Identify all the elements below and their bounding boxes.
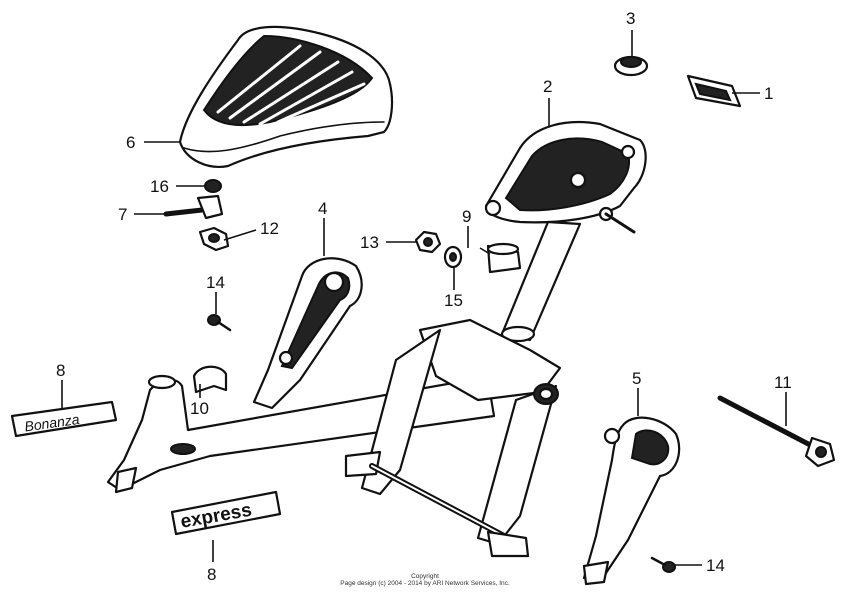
callout-9: 9	[462, 207, 471, 226]
callout-12: 12	[260, 219, 279, 238]
clamp-bolt-part[interactable]	[163, 194, 224, 220]
callout-10: 10	[190, 399, 209, 418]
callout-11: 11	[774, 373, 792, 392]
callout-16: 16	[150, 177, 169, 196]
express-decal[interactable]: express	[170, 490, 282, 536]
logo-decal-left[interactable]: Bonanza	[10, 400, 118, 438]
seat-bracket-part[interactable]	[484, 120, 647, 234]
screw-upper-part[interactable]	[207, 314, 232, 332]
callout-7: 7	[118, 205, 127, 224]
callout-13: 13	[360, 233, 379, 252]
screw-lower-part[interactable]	[650, 556, 676, 573]
seat-part[interactable]	[178, 25, 394, 168]
left-crank-arm-part[interactable]	[252, 257, 363, 410]
callout-5: 5	[632, 369, 641, 388]
small-nut-part[interactable]	[204, 179, 222, 193]
plate-part[interactable]	[686, 74, 742, 108]
copyright-line-2: Page design (c) 2004 - 2014 by ARI Netwo…	[340, 580, 510, 587]
callout-8-lower: 8	[207, 565, 216, 584]
callout-14-lower: 14	[706, 556, 725, 575]
seat-post-part[interactable]	[500, 220, 582, 343]
callout-15: 15	[444, 291, 463, 310]
callout-numbers: 1 2 3 4 5 6 7 8 8 9 10 11 12 13 14 14 15…	[56, 9, 792, 584]
callout-3: 3	[626, 9, 635, 28]
frame-part[interactable]	[106, 318, 562, 558]
express-decal-text: express	[179, 500, 253, 533]
clip-part[interactable]	[192, 365, 228, 394]
callout-6: 6	[126, 133, 135, 152]
callout-2: 2	[543, 77, 552, 96]
washer-part[interactable]	[443, 245, 463, 269]
grommet-part[interactable]	[613, 55, 649, 77]
callout-14-upper: 14	[206, 273, 225, 292]
copyright-line-1: Copyright	[411, 573, 439, 580]
wing-nut-part[interactable]	[198, 226, 230, 252]
collar-part[interactable]	[486, 242, 522, 274]
callout-4: 4	[318, 199, 327, 218]
leader-lines	[61, 30, 787, 566]
right-crank-arm-part[interactable]	[582, 416, 681, 586]
logo-decal-left-text: Bonanza	[23, 411, 80, 435]
callout-1: 1	[764, 84, 773, 103]
nut-part[interactable]	[414, 230, 442, 254]
callout-8-upper: 8	[56, 361, 65, 380]
long-bolt-part[interactable]	[717, 395, 836, 468]
